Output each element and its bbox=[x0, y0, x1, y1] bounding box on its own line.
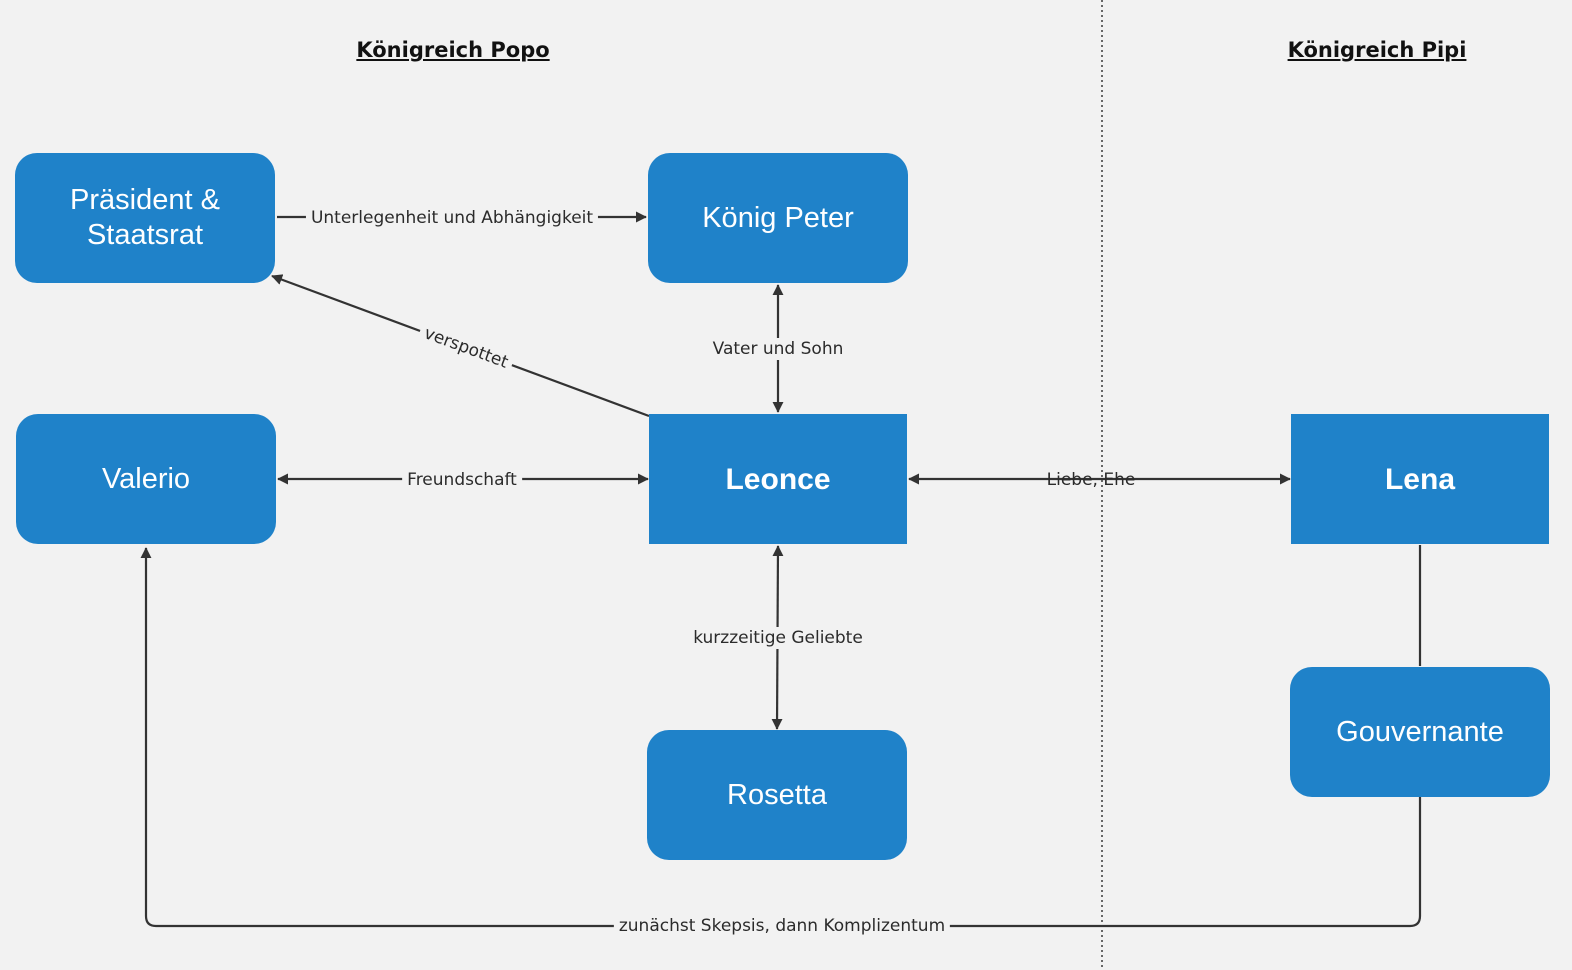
node-rosetta[interactable]: Rosetta bbox=[647, 730, 907, 860]
node-praesident-label: Präsident & Staatsrat bbox=[70, 184, 220, 251]
edge-label-freundschaft: Freundschaft bbox=[402, 469, 522, 491]
node-gouvernante[interactable]: Gouvernante bbox=[1290, 667, 1550, 797]
edge-label-skepsis: zunächst Skepsis, dann Komplizentum bbox=[613, 915, 951, 937]
node-praesident-staatsrat[interactable]: Präsident & Staatsrat bbox=[15, 153, 275, 283]
region-title-pipi: Königreich Pipi bbox=[1287, 38, 1467, 62]
node-valerio[interactable]: Valerio bbox=[16, 414, 276, 544]
edge-label-vater-sohn: Vater und Sohn bbox=[707, 338, 849, 360]
edge-label-liebe-ehe: Liebe, Ehe bbox=[1046, 470, 1136, 490]
node-gouvernante-label: Gouvernante bbox=[1336, 715, 1504, 748]
node-koenig-peter[interactable]: König Peter bbox=[648, 153, 908, 283]
region-title-popo: Königreich Popo bbox=[356, 38, 550, 62]
edge-label-geliebte: kurzzeitige Geliebte bbox=[688, 627, 868, 649]
node-leonce-label: Leonce bbox=[725, 462, 831, 496]
node-lena[interactable]: Lena bbox=[1291, 414, 1549, 544]
node-leonce[interactable]: Leonce bbox=[649, 414, 907, 544]
edge-label-unterlegenheit: Unterlegenheit und Abhängigkeit bbox=[305, 207, 599, 229]
node-valerio-label: Valerio bbox=[101, 462, 191, 495]
node-koenig-label: König Peter bbox=[702, 201, 854, 234]
node-rosetta-label: Rosetta bbox=[727, 778, 827, 811]
node-lena-label: Lena bbox=[1384, 462, 1456, 496]
